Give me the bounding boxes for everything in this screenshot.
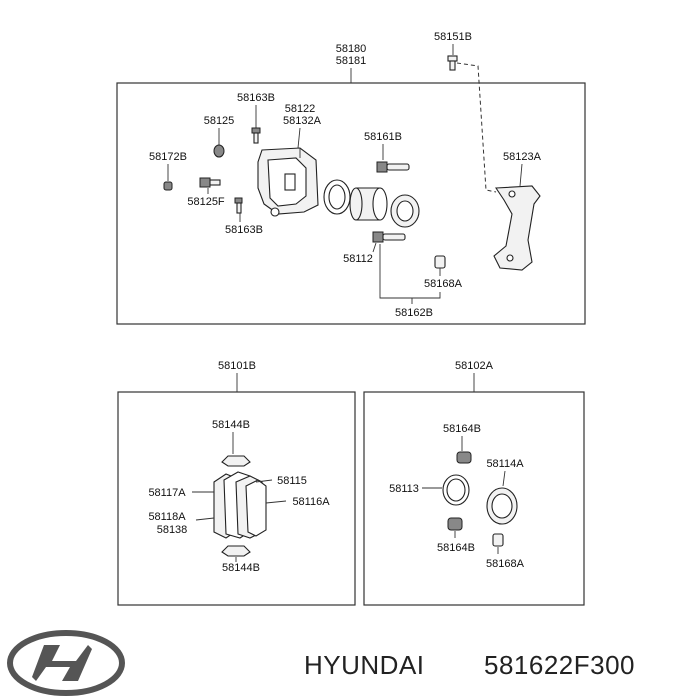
spring-clip-top-icon bbox=[221, 455, 251, 467]
seal-ring-small-icon bbox=[442, 474, 470, 506]
piston-label: 58112 bbox=[343, 253, 373, 265]
piston-icon bbox=[349, 187, 388, 221]
guide-pin-top-icon bbox=[376, 161, 410, 173]
cap-label: 58125 bbox=[204, 115, 235, 127]
spring-clip-bottom-icon bbox=[221, 545, 251, 557]
boot-small-icon bbox=[434, 255, 446, 269]
shim-outer-leader bbox=[255, 479, 273, 483]
wear-label-a: 58118A bbox=[148, 511, 186, 523]
caliper-leader bbox=[297, 127, 301, 149]
bolt-upper-icon bbox=[251, 127, 261, 144]
hyundai-logo-icon bbox=[7, 630, 125, 696]
caliper-label-a: 58122 bbox=[285, 103, 316, 115]
piston-seal-ring-label: 58114A bbox=[486, 458, 524, 470]
wear-label-b: 58138 bbox=[157, 524, 188, 536]
caliper-assembly-frame bbox=[116, 82, 586, 325]
seal-ring-icon bbox=[323, 179, 351, 215]
bolt-top-dashed-leader bbox=[456, 62, 497, 193]
seal-header-label: 58102A bbox=[455, 360, 494, 372]
spring-bottom-label: 58144B bbox=[222, 562, 260, 574]
boot-small-seal-icon bbox=[492, 533, 504, 547]
seal-label: 58113 bbox=[389, 483, 419, 495]
pad-header-label: 58101B bbox=[218, 360, 256, 372]
seal-kit-frame bbox=[363, 391, 585, 606]
spring-top-label: 58144B bbox=[212, 419, 250, 431]
bleeder-screw-icon bbox=[199, 177, 221, 188]
bleeder-screw-label: 58125F bbox=[187, 196, 225, 208]
piston-boot-icon bbox=[390, 194, 420, 228]
piston-seal-ring-icon bbox=[486, 487, 518, 525]
wear-leader bbox=[195, 517, 215, 521]
brake-pads-icon bbox=[213, 471, 267, 539]
caliper-body-icon bbox=[257, 147, 319, 217]
bolt-lower-icon bbox=[234, 197, 243, 214]
bleeder-cap-icon bbox=[163, 181, 173, 191]
caliper-header-label-b: 58181 bbox=[336, 55, 367, 67]
shim-outer-label: 58115 bbox=[277, 475, 307, 487]
piston-seal-ring-leader bbox=[502, 470, 506, 487]
dust-cap-icon bbox=[213, 144, 225, 158]
bolt-upper-label: 58163B bbox=[237, 92, 275, 104]
caliper-header-label-a: 58180 bbox=[336, 43, 367, 55]
boot-label: 58168A bbox=[424, 278, 463, 290]
mounting-bolt-icon bbox=[447, 55, 458, 71]
bleeder-label: 58172B bbox=[149, 151, 187, 163]
piston-leader bbox=[372, 242, 377, 253]
pad-kit-frame bbox=[117, 391, 356, 606]
guide-pin-top-label: 58161B bbox=[364, 131, 402, 143]
bolt-top-label: 58151B bbox=[434, 31, 472, 43]
boot-small-label: 58168A bbox=[486, 558, 525, 570]
part-number: 581622F300 bbox=[484, 650, 635, 680]
caliper-bracket-icon bbox=[493, 185, 541, 271]
boot-top-icon bbox=[456, 451, 472, 464]
boot-bottom-label: 58164B bbox=[437, 542, 475, 554]
brand-name: HYUNDAI bbox=[304, 650, 425, 680]
guide-pin-kit-bracket bbox=[379, 244, 441, 299]
caliper-label-b: 58132A bbox=[283, 115, 322, 127]
shim-inner-label: 58116A bbox=[292, 496, 330, 508]
pad-left-label: 58117A bbox=[148, 487, 186, 499]
boot-top-label: 58164B bbox=[443, 423, 481, 435]
guide-pin-kit-label: 58162B bbox=[395, 307, 433, 319]
bolt-lower-label: 58163B bbox=[225, 224, 263, 236]
boot-bottom-icon bbox=[447, 517, 463, 531]
bracket-label: 58123A bbox=[503, 151, 542, 163]
bracket-leader bbox=[519, 163, 523, 187]
shim-inner-leader bbox=[265, 500, 287, 504]
guide-pin-bottom-icon bbox=[372, 231, 406, 243]
